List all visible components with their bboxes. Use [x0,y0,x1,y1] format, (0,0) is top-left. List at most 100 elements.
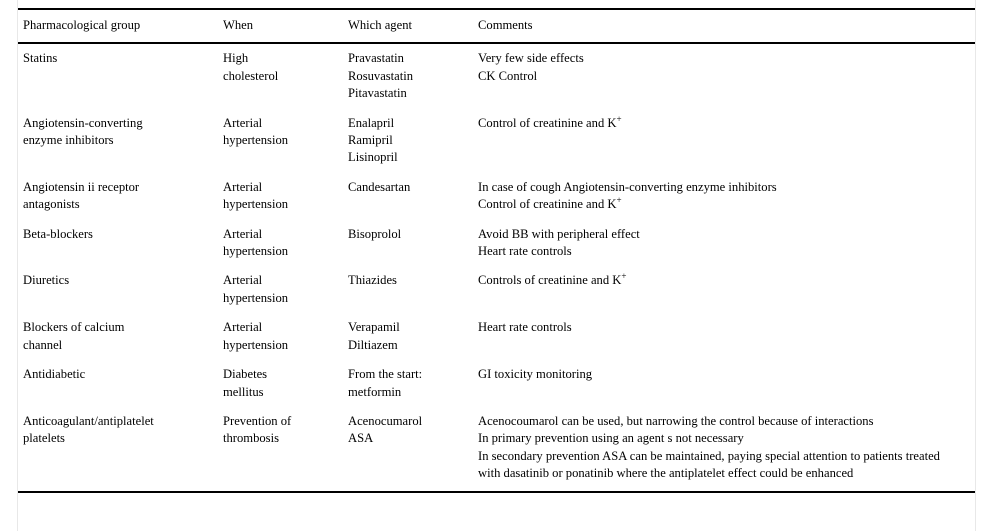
cell-comments: Heart rate controls [473,313,975,360]
cell-line: Candesartan [348,179,411,194]
cell-line: GI toxicity monitoring [478,367,593,382]
cell-line: ASA [348,431,374,446]
cell-comments: In case of cough Angiotensin-converting … [473,173,975,220]
cell-line: High [223,51,249,66]
cell-lines: Bisoprolol [348,226,463,243]
cell-line: In secondary prevention ASA can be maint… [478,448,940,481]
cell-when: Prevention of thrombosis [218,406,343,493]
cell-lines: Anticoagulant/antiplatelet platelets [23,413,208,448]
cell-agent: Thiazides [343,266,473,313]
cell-line: Diabetes [223,367,268,382]
cell-line: Beta-blockers [23,226,93,241]
cell-line: Verapamil [348,320,400,335]
cell-line: enzyme inhibitors [23,133,114,148]
cell-comments: Acenocoumarol can be used, but narrowing… [473,406,975,493]
cell-lines: Arterial hypertension [223,272,333,307]
cell-line: metformin [348,384,402,399]
cell-line: platelets [23,431,65,446]
cell-line: From the start: [348,367,423,382]
cell-line: mellitus [223,384,264,399]
cell-line: thrombosis [223,431,279,446]
cell-lines: Diuretics [23,272,208,289]
cell-line: In case of cough Angiotensin-converting … [478,179,777,194]
cell-line: hypertension [223,337,289,352]
cell-line: Angiotensin ii receptor [23,179,140,194]
cell-when: Arterial hypertension [218,266,343,313]
cell-line: Diuretics [23,273,70,288]
cell-lines: Diabetes mellitus [223,366,333,401]
table-row: Antidiabetic Diabetes mellitus From the sta… [18,360,975,407]
cell-line: hypertension [223,244,289,259]
table-row: Beta-blockers Arterial hypertension Bisopro… [18,220,975,267]
cell-line: Heart rate controls [478,244,572,259]
cell-agent: Bisoprolol [343,220,473,267]
cell-when: Diabetes mellitus [218,360,343,407]
cell-group: Beta-blockers [18,220,218,267]
cell-comments: GI toxicity monitoring [473,360,975,407]
cell-line: hypertension [223,133,289,148]
cell-group: Statins [18,43,218,108]
cell-lines: From the start: metformin [348,366,463,401]
cell-lines: Beta-blockers [23,226,208,243]
cell-when: Arterial hypertension [218,173,343,220]
cell-line: Antidiabetic [23,367,86,382]
cell-line: Statins [23,51,58,66]
cell-line: CK Control [478,68,538,83]
column-header-when: When [218,7,343,45]
cell-line: Rosuvastatin [348,68,414,83]
cell-line: Arterial [223,179,263,194]
cell-line: Anticoagulant/antiplatelet [23,413,154,428]
table-row: Anticoagulant/antiplatelet platelets Preve… [18,406,975,493]
cell-lines: Arterial hypertension [223,226,333,261]
cell-when: Arterial hypertension [218,220,343,267]
cell-lines: Heart rate controls [478,319,965,336]
cell-line: hypertension [223,197,289,212]
cell-group: Anticoagulant/antiplatelet platelets [18,406,218,493]
cell-line: Avoid BB with peripheral effect [478,226,640,241]
cell-lines: Prevention of thrombosis [223,413,333,448]
cell-line: Pravastatin [348,51,404,66]
cell-line: Acenocumarol [348,413,423,428]
page-left-rule [17,0,18,531]
cell-line: Arterial [223,226,263,241]
cell-line: hypertension [223,290,289,305]
cell-line: Bisoprolol [348,226,402,241]
cell-line: cholesterol [223,68,279,83]
column-header-comments: Comments [473,7,975,45]
column-header-group: Pharmacological group [18,7,218,45]
cell-line: Arterial [223,273,263,288]
cell-line: Prevention of [223,413,292,428]
cell-line: Enalapril [348,115,395,130]
cell-line: Pitavastatin [348,86,407,101]
cell-group: Antidiabetic [18,360,218,407]
cell-line: Diltiazem [348,337,398,352]
cell-lines: High cholesterol [223,50,333,85]
cell-line: Control of creatinine and K+ [478,195,622,212]
cell-lines: Controls of creatinine and K+ [478,272,965,289]
column-header-agent: Which agent [343,7,473,45]
cell-lines: GI toxicity monitoring [478,366,965,383]
cell-agent: From the start: metformin [343,360,473,407]
